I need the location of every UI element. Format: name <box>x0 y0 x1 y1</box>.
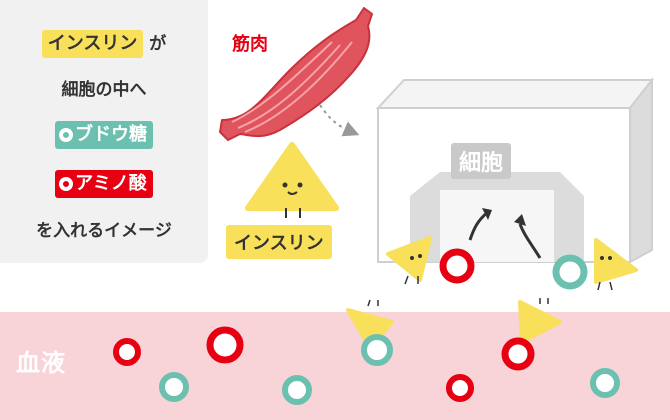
legend-row-amino: アミノ酸 <box>0 170 208 198</box>
muscle-to-cell-arrow <box>319 104 360 137</box>
legend-ga-text: が <box>149 34 167 54</box>
blood-area <box>0 312 670 420</box>
amino-ring-icon <box>59 177 74 191</box>
arrow-up-head-icon-2 <box>514 214 526 226</box>
legend-row-glucose: ブドウ糖 <box>0 121 208 149</box>
insulin-small-1 <box>386 236 432 285</box>
legend-amino-tag: アミノ酸 <box>55 170 153 198</box>
legend-insulin-tag: インスリン <box>41 30 144 58</box>
amino-acid-molecule-blood-1 <box>501 337 535 371</box>
cell-box-icon <box>375 77 655 264</box>
arrow-up-icon-2 <box>518 223 542 259</box>
insulin-small-2 <box>594 238 638 291</box>
muscle-label: 筋肉 <box>232 34 268 55</box>
blood-label: 血液 <box>16 349 66 377</box>
muscle-icon <box>219 7 373 141</box>
insulin-small-4 <box>518 298 562 344</box>
legend-glucose-text: ブドウ糖 <box>75 124 147 145</box>
legend-amino-text: アミノ酸 <box>75 173 147 194</box>
glucose-molecule-blood-1 <box>361 334 393 366</box>
glucose-ring-icon <box>59 128 73 142</box>
glucose-molecule-blood-2 <box>159 372 189 402</box>
legend-glucose-tag: ブドウ糖 <box>55 121 153 149</box>
amino-acid-molecule-blood-2 <box>113 338 141 366</box>
cell-label: 細胞 <box>451 143 512 179</box>
arrow-up-head-icon <box>482 208 492 220</box>
glucose-molecule-blood-3 <box>282 375 312 405</box>
insulin-character-icon <box>245 142 339 218</box>
legend-row-caption: を入れるイメージ <box>36 221 172 241</box>
legend-panel: インスリン が 細胞の中へ ブドウ糖 アミノ酸 を入れるイメージ <box>0 0 208 263</box>
amino-acid-molecule-blood-3 <box>206 326 244 364</box>
legend-row-into-cell: 細胞の中へ <box>61 80 147 100</box>
glucose-molecule-blood-4 <box>590 368 620 398</box>
amino-acid-molecule-blood-4 <box>446 374 474 402</box>
insulin-label: インスリン <box>226 225 332 259</box>
amino-acid-molecule <box>439 248 475 284</box>
legend-row-insulin: インスリン が <box>0 30 208 58</box>
glucose-molecule <box>552 254 588 290</box>
